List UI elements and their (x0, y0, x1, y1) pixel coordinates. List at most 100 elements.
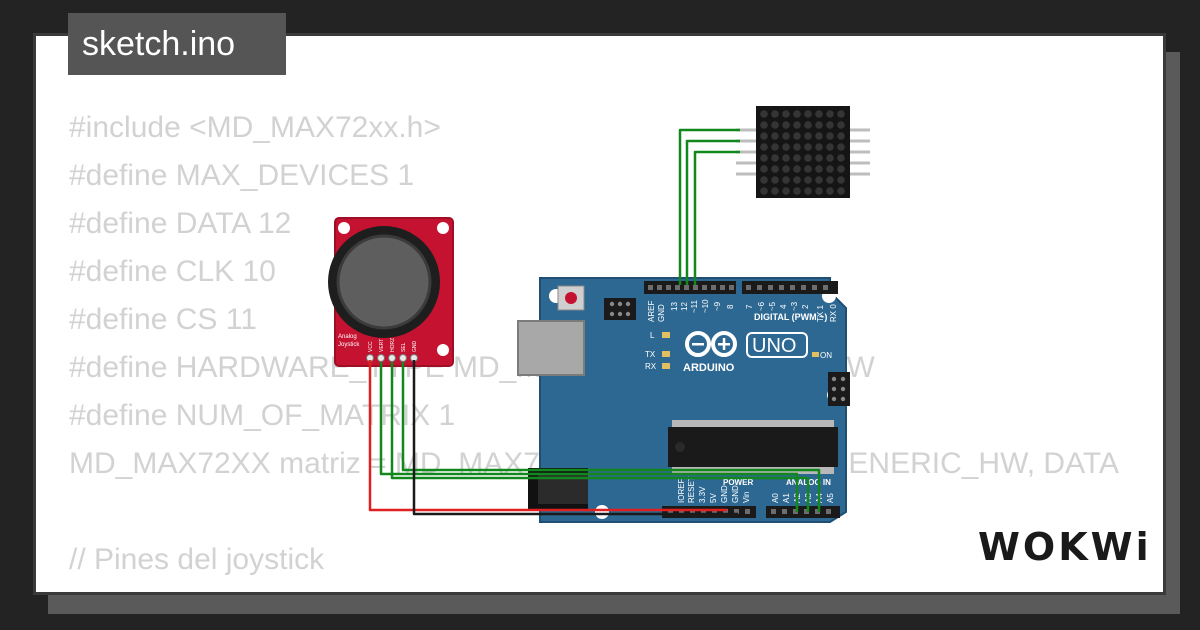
wire-gnd (412, 360, 738, 516)
uno-badge (746, 332, 808, 358)
matrix-led (815, 187, 823, 195)
matrix-led (804, 154, 812, 162)
matrix-led (804, 143, 812, 151)
pin-label: ~9 (713, 301, 722, 311)
matrix-led (804, 110, 812, 118)
matrix-led (826, 132, 834, 140)
matrix-led (793, 165, 801, 173)
bottom-pin-labels: IOREF RESET 3.3V 5V GND GND Vin A0 A1 A2… (677, 476, 835, 503)
joystick-knob[interactable] (336, 234, 432, 330)
matrix-led (793, 143, 801, 151)
pin-label: IOREF (677, 478, 686, 503)
pin-label: 8 (726, 304, 735, 309)
matrix-led (837, 132, 845, 140)
led-label: TX (645, 350, 656, 359)
wire-din (678, 128, 740, 285)
pin-label: RX 0 (829, 304, 838, 322)
pin-label: ~3 (790, 301, 799, 311)
matrix-led (771, 121, 779, 129)
matrix-led (815, 143, 823, 151)
reset-button-cap (565, 292, 577, 304)
matrix-body (756, 106, 850, 198)
led-label: RX (645, 362, 657, 371)
matrix-led (793, 132, 801, 140)
matrix-led (815, 121, 823, 129)
led-tx (662, 351, 670, 357)
pin-label: 2 (801, 304, 810, 309)
matrix-led (782, 121, 790, 129)
wokwi-logo: WOKWi (978, 525, 1152, 569)
matrix-led (804, 121, 812, 129)
pin-label: Vin (742, 492, 751, 503)
matrix-led (826, 165, 834, 173)
matrix-led (815, 176, 823, 184)
icsp2-header (828, 372, 850, 406)
matrix-led (760, 121, 768, 129)
joystick-label: Analog (338, 334, 357, 340)
pin-label: 12 (680, 302, 689, 311)
matrix-led (793, 154, 801, 162)
matrix-led (826, 154, 834, 162)
power-label: POWER (723, 478, 753, 487)
pin-label: VERT (379, 339, 385, 352)
wire-cs (685, 139, 740, 285)
pin-label: ~5 (768, 301, 777, 311)
matrix-led (837, 187, 845, 195)
mount-hole (338, 222, 350, 234)
matrix-led (804, 187, 812, 195)
matrix-led (782, 143, 790, 151)
pin-label: GND (720, 485, 729, 503)
matrix-led (826, 143, 834, 151)
pin-label: ~10 (701, 299, 710, 313)
matrix-led (771, 165, 779, 173)
top-pin-labels: AREF GND 13 12 ~11 ~10 ~9 8 7 ~6 ~5 4 ~3… (647, 299, 838, 322)
matrix-led (793, 121, 801, 129)
pin-label: A5 (826, 493, 835, 503)
matrix-led (826, 110, 834, 118)
board-model: UNO (752, 335, 796, 357)
pin-label: RESET (687, 476, 696, 503)
matrix-led (760, 187, 768, 195)
matrix-led (826, 187, 834, 195)
matrix-led (771, 132, 779, 140)
pin-label: GND (657, 304, 666, 322)
matrix-led (782, 165, 790, 173)
joystick-label: Joystick (338, 342, 360, 348)
code-line: #define NUM_OF_MATRIX 1 (69, 399, 456, 432)
arduino-uno-board[interactable]: AREF GND 13 12 ~11 ~10 ~9 8 7 ~6 ~5 4 ~3… (517, 277, 850, 523)
file-tab[interactable]: sketch.ino (68, 13, 286, 75)
wire-clk (693, 150, 740, 285)
matrix-led (826, 121, 834, 129)
led-l (662, 332, 670, 338)
matrix-led (815, 165, 823, 173)
joystick-pin-labels: VCC VERT HORZ SEL GND (368, 338, 418, 352)
analog-joystick[interactable]: Analog Joystick VCC VERT HORZ SEL GND (328, 217, 454, 367)
wire-sel (401, 362, 821, 512)
matrix-led (815, 154, 823, 162)
matrix-led (760, 132, 768, 140)
matrix-led (793, 110, 801, 118)
power-header (662, 506, 756, 518)
matrix-led (760, 143, 768, 151)
code-line: // Pines del joystick (69, 543, 325, 576)
pin-label: SEL (401, 342, 407, 352)
matrix-led (837, 165, 845, 173)
board-brand: ARDUINO (683, 362, 735, 374)
matrix-led (804, 165, 812, 173)
pin-label: HORZ (390, 338, 396, 352)
atmega-chip (668, 420, 838, 474)
matrix-led (771, 143, 779, 151)
digital-header-left (644, 281, 736, 294)
matrix-led (826, 176, 834, 184)
matrix-led (837, 110, 845, 118)
matrix-led (815, 110, 823, 118)
code-line: int pinX = A0; (69, 584, 1119, 592)
led-matrix-8x8[interactable] (736, 106, 870, 198)
matrix-led (760, 154, 768, 162)
matrix-led (815, 132, 823, 140)
pin-label: 4 (779, 304, 788, 309)
code-line: #define DATA 12 (69, 207, 292, 240)
joystick-pins (366, 354, 418, 362)
usb-port (517, 320, 585, 376)
